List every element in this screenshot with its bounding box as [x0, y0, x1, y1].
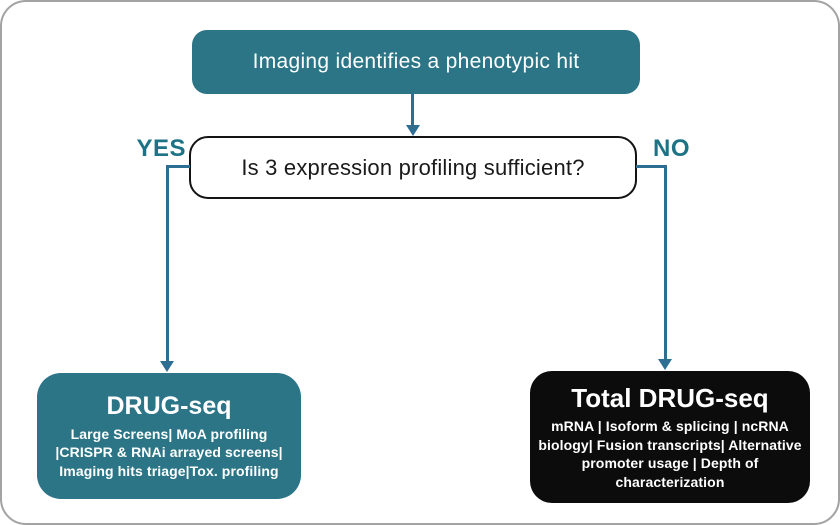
no-branch-label: NO [653, 135, 690, 162]
drug-seq-line: Imaging hits triage|Tox. profiling [59, 462, 279, 479]
connector-no-vertical [664, 165, 667, 360]
total-drug-seq-line: characterization [615, 473, 725, 490]
drug-seq-line: Large Screens| MoA profiling [70, 425, 268, 442]
arrowhead-down-icon [160, 361, 174, 372]
total-drug-seq-line: promoter usage | Depth of [581, 455, 759, 471]
decision-box: Is 3 expression profiling sufficient? [189, 136, 637, 199]
yes-branch-label: YES [136, 135, 186, 162]
drug-seq-box: DRUG-seq Large Screens| MoA profiling |C… [37, 373, 301, 499]
total-drug-seq-line: mRNA | Isoform & splicing | ncRNA [551, 418, 789, 434]
top-process-label: Imaging identifies a phenotypic hit [252, 50, 580, 73]
arrowhead-down-icon [658, 359, 672, 370]
total-drug-seq-box: Total DRUG-seq mRNA | Isoform & splicing… [530, 371, 810, 503]
connector-yes-horizontal [166, 165, 190, 168]
connector-yes-vertical [166, 165, 169, 363]
total-drug-seq-title: Total DRUG-seq [571, 383, 769, 413]
connector-no-horizontal [636, 165, 667, 168]
top-process-box: Imaging identifies a phenotypic hit [192, 30, 640, 94]
decision-label: Is 3 expression profiling sufficient? [241, 154, 585, 180]
total-drug-seq-line: biology| Fusion transcripts| Alternative [538, 436, 802, 453]
arrowhead-down-icon [406, 125, 420, 136]
drug-seq-title: DRUG-seq [106, 391, 232, 420]
drug-seq-line: |CRISPR & RNAi arrayed screens| [55, 444, 283, 461]
connector-top-to-decision [411, 94, 414, 127]
